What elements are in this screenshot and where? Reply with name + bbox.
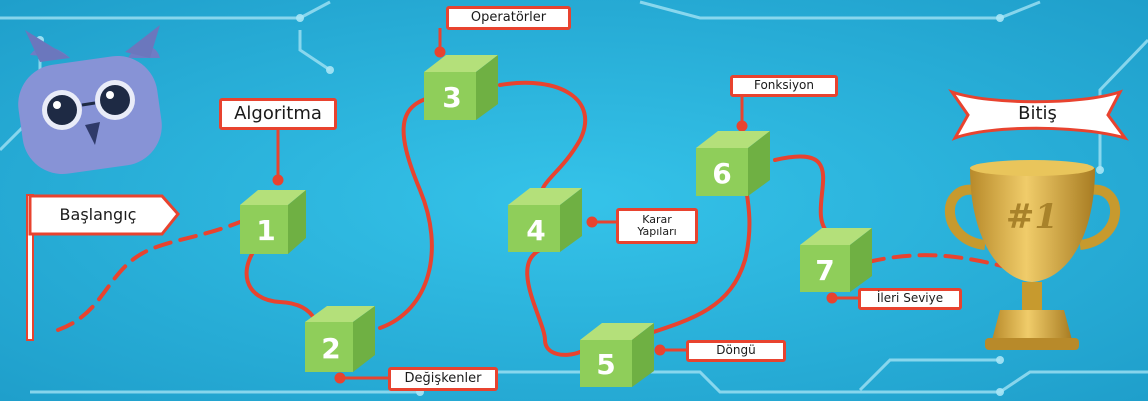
step-label-1[interactable]: Algoritma <box>219 98 337 130</box>
cube-7[interactable] <box>800 228 872 292</box>
step-number-1: 1 <box>256 214 275 247</box>
step-number-2: 2 <box>321 332 340 365</box>
step-number-5: 5 <box>596 348 615 381</box>
step-label-7[interactable]: İleri Seviye <box>858 288 962 310</box>
start-dashed-path <box>56 220 242 332</box>
trophy-icon <box>945 160 1120 350</box>
start-flag <box>28 194 180 236</box>
cube-1[interactable] <box>240 190 306 254</box>
end-label: Bitiş <box>1018 103 1057 125</box>
step-number-6: 6 <box>712 157 731 190</box>
route-path <box>244 80 832 357</box>
step-label-2[interactable]: Değişkenler <box>388 367 498 391</box>
cube-6[interactable] <box>696 131 770 196</box>
step-number-3: 3 <box>442 81 461 114</box>
cube-5[interactable] <box>580 323 654 387</box>
step-label-3[interactable]: Operatörler <box>446 6 571 30</box>
trophy-badge: #1 <box>1006 197 1058 237</box>
cube-2[interactable] <box>305 306 375 372</box>
step-label-6[interactable]: Fonksiyon <box>730 75 838 97</box>
start-label: Başlangıç <box>59 205 137 225</box>
step-number-4: 4 <box>526 214 545 247</box>
owl-mascot-icon <box>18 25 162 175</box>
end-banner <box>948 89 1129 141</box>
step-number-7: 7 <box>815 254 834 287</box>
sign-connectors <box>272 28 858 384</box>
cube-4[interactable] <box>508 188 582 252</box>
cube-3[interactable] <box>424 55 498 120</box>
step-label-5[interactable]: Döngü <box>686 340 786 362</box>
end-dashed-path <box>866 253 1012 270</box>
step-label-4[interactable]: Karar Yapıları <box>616 208 698 244</box>
